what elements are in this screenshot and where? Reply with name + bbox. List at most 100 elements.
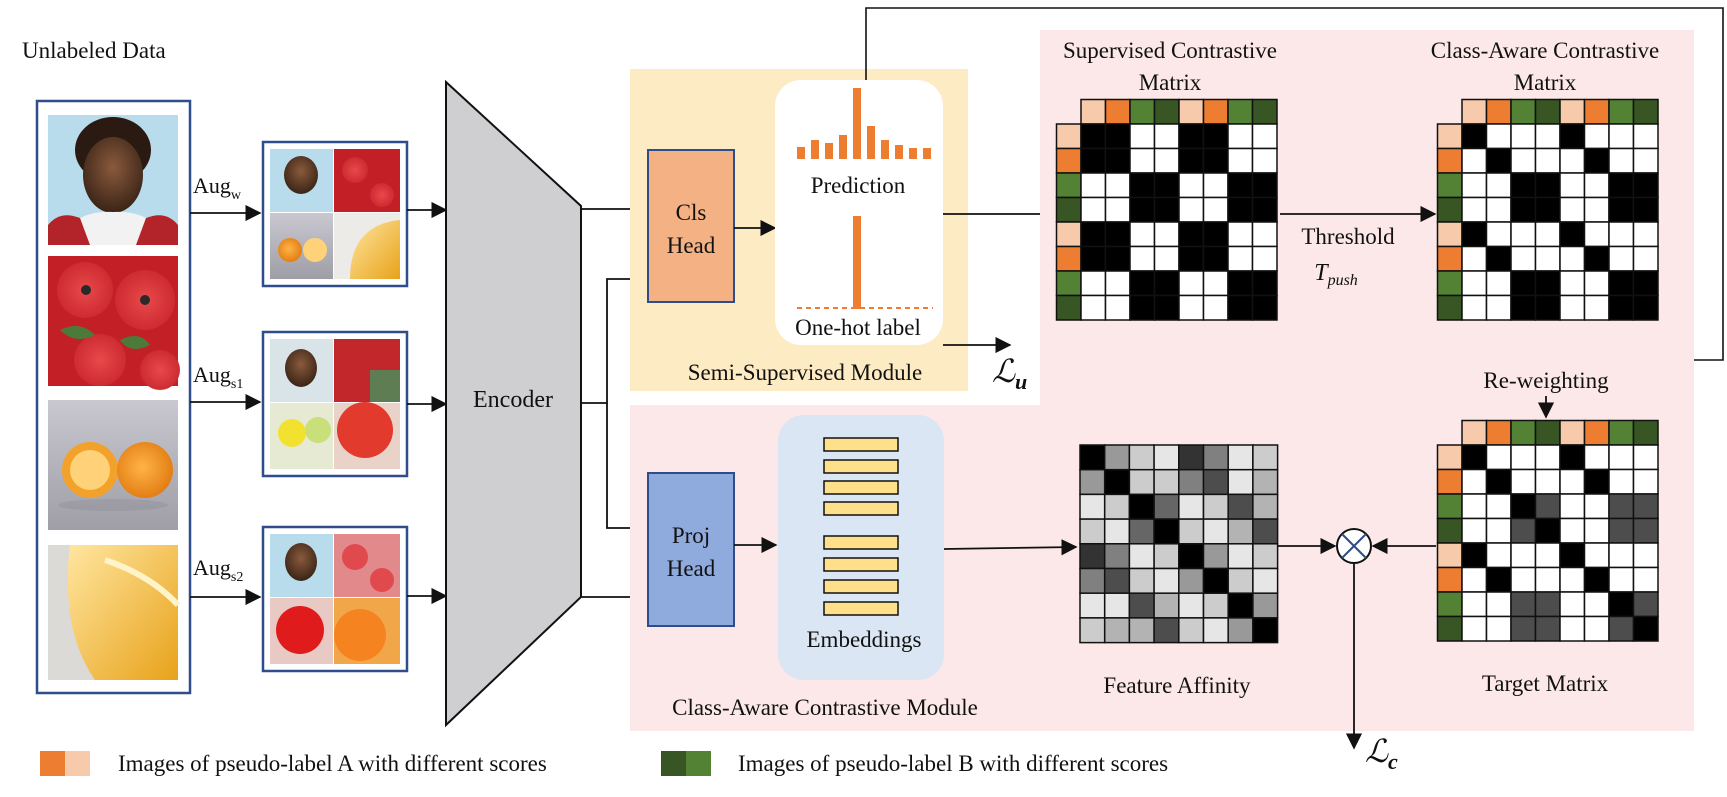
sup-matrix-cell	[1153, 270, 1180, 297]
target-matrix-cell	[1608, 493, 1635, 520]
target-matrix-cell	[1583, 566, 1610, 593]
sup-matrix-cell	[1153, 221, 1180, 248]
target-matrix-side-swatch	[1436, 468, 1463, 495]
affinity-matrix-cell	[1202, 567, 1229, 594]
target-matrix-cell	[1534, 591, 1561, 618]
cls-matrix-cell	[1559, 147, 1586, 174]
affinity-matrix-cell	[1153, 444, 1180, 471]
target-matrix-cell	[1461, 493, 1488, 520]
sup-matrix-cell	[1227, 172, 1254, 199]
sup-matrix-header-swatch	[1104, 98, 1131, 125]
target-matrix-header-swatch	[1461, 419, 1488, 446]
target-matrix-cell	[1485, 493, 1512, 520]
affinity-matrix-cell	[1202, 493, 1229, 520]
embedding-bars	[823, 437, 899, 616]
cls-matrix-cell	[1510, 221, 1537, 248]
legend-b-label: Images of pseudo-label B with different …	[738, 751, 1168, 776]
affinity-matrix-cell	[1103, 567, 1131, 594]
affinity-matrix-cell	[1178, 444, 1205, 471]
sup-matrix-cell	[1129, 172, 1156, 199]
reweighting-label: Re-weighting	[1483, 368, 1609, 393]
cls-matrix-side-swatch	[1436, 270, 1463, 297]
cls-matrix-side-swatch	[1436, 294, 1463, 321]
loss-u-label: ℒu	[992, 353, 1027, 394]
affinity-matrix-cell	[1079, 444, 1106, 471]
target-matrix-cell	[1583, 444, 1610, 471]
sup-matrix-cell	[1129, 196, 1156, 223]
affinity-matrix-cell	[1252, 493, 1279, 520]
cls-matrix-cell	[1559, 294, 1586, 321]
cls-matrix-cell	[1608, 245, 1635, 272]
target-matrix-cell	[1559, 591, 1586, 618]
target-matrix-cell	[1632, 493, 1659, 520]
augmented-tile-strong-2	[261, 525, 409, 673]
target-matrix-header-swatch	[1632, 419, 1659, 446]
sup-matrix-cell	[1202, 245, 1229, 272]
target-matrix-cell	[1559, 444, 1586, 471]
cls-matrix-cell	[1632, 147, 1659, 174]
affinity-matrix-cell	[1202, 444, 1229, 471]
sup-matrix-cell	[1202, 172, 1229, 199]
sup-matrix-header-swatch	[1080, 98, 1107, 125]
target-matrix-cell	[1510, 493, 1537, 520]
sup-matrix-cell	[1202, 221, 1229, 248]
sup-matrix-cell	[1104, 221, 1131, 248]
target-matrix-cell	[1583, 517, 1610, 544]
sup-matrix-cell	[1227, 196, 1254, 223]
proj-head-label-2: Head	[667, 556, 716, 581]
class-module-label: Class-Aware Contrastive Module	[672, 695, 978, 720]
affinity-matrix-cell	[1227, 518, 1254, 545]
legend-b-swatch	[661, 751, 711, 776]
affinity-matrix-cell	[1153, 567, 1180, 594]
onehot-label: One-hot label	[795, 315, 921, 340]
affinity-matrix-cell	[1128, 493, 1155, 520]
affinity-matrix-cell	[1252, 468, 1279, 496]
cls-matrix-cell	[1461, 221, 1488, 248]
cls-matrix-cell	[1608, 123, 1635, 150]
affinity-matrix-cell	[1227, 493, 1254, 520]
aug-s1-label: Augs1	[193, 362, 243, 392]
sup-matrix-cell	[1227, 147, 1254, 174]
cls-matrix-cell	[1583, 123, 1610, 150]
sup-matrix-cell	[1080, 172, 1107, 199]
sup-matrix-cell	[1104, 294, 1131, 321]
cls-matrix-header-swatch	[1632, 98, 1659, 125]
affinity-matrix-cell	[1252, 592, 1279, 619]
target-matrix-cell	[1583, 615, 1610, 642]
cls-matrix-header-swatch	[1485, 98, 1512, 125]
affinity-matrix-cell	[1153, 617, 1180, 644]
affinity-matrix-cell	[1128, 468, 1155, 496]
cls-matrix-cell	[1461, 294, 1488, 321]
target-matrix-cell	[1559, 615, 1586, 642]
cls-matrix-side-swatch	[1436, 245, 1463, 272]
sup-matrix-cell	[1202, 196, 1229, 223]
proj-head-box	[647, 472, 735, 627]
affinity-matrix-cell	[1079, 493, 1106, 520]
sup-matrix-cell	[1129, 123, 1156, 150]
target-matrix-cell	[1510, 615, 1537, 642]
affinity-matrix-cell	[1178, 543, 1205, 570]
target-matrix-side-swatch	[1436, 566, 1463, 593]
aug-s2-label: Augs2	[193, 555, 243, 585]
target-matrix-cell	[1608, 542, 1635, 569]
sup-matrix-cell	[1251, 221, 1278, 248]
target-matrix-cell	[1583, 493, 1610, 520]
sup-matrix-cell	[1178, 245, 1205, 272]
affinity-matrix-cell	[1103, 518, 1131, 545]
cls-matrix-cell	[1559, 196, 1586, 223]
target-matrix-side-swatch	[1436, 615, 1463, 642]
cls-matrix-cell	[1632, 123, 1659, 150]
sup-matrix-cell	[1251, 270, 1278, 297]
target-matrix-cell	[1510, 566, 1537, 593]
target-matrix-cell	[1461, 468, 1488, 495]
affinity-matrix-cell	[1103, 617, 1131, 644]
one-hot-bar-icon	[797, 216, 933, 309]
sup-matrix-cell	[1251, 123, 1278, 150]
target-matrix-label: Target Matrix	[1482, 671, 1609, 696]
cls-matrix-cell	[1559, 172, 1586, 199]
affinity-matrix-cell	[1128, 444, 1155, 471]
target-matrix-cell	[1510, 517, 1537, 544]
cls-matrix-cell	[1632, 270, 1659, 297]
target-matrix-cell	[1632, 468, 1659, 495]
target-matrix-header-swatch	[1608, 419, 1635, 446]
